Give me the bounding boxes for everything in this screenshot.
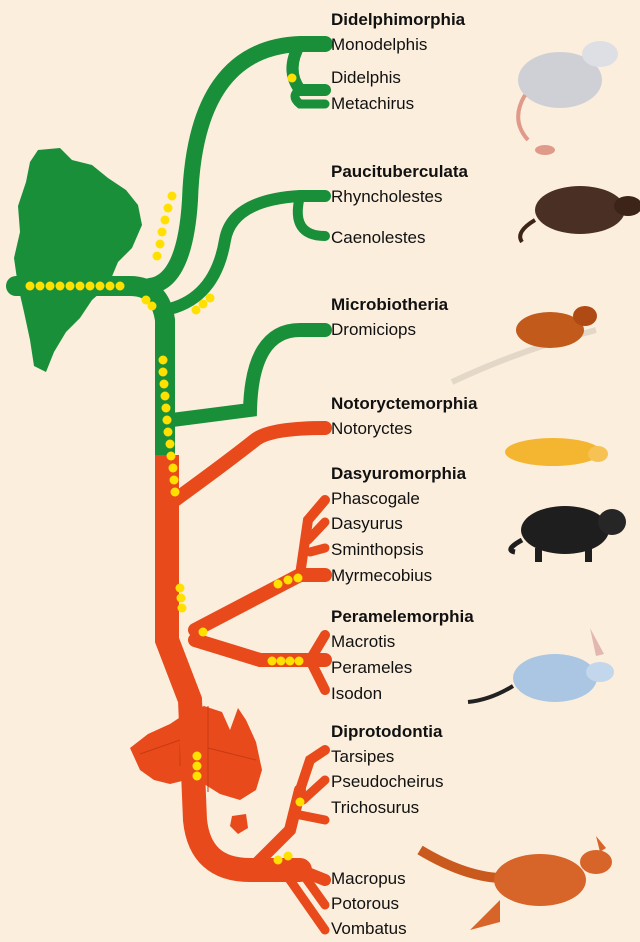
marsupial-mole-illustration [505, 438, 608, 466]
australian-branches [167, 428, 325, 930]
order-peramelemorphia: Peramelemorphia [331, 607, 474, 627]
monito-del-monte-illustration [452, 306, 597, 382]
genus-label: Phascogale [331, 489, 420, 509]
genus-label: Caenolestes [331, 228, 426, 248]
genus-label: Metachirus [331, 94, 414, 114]
bilby-illustration [468, 628, 614, 702]
genus-label: Dasyurus [331, 514, 403, 534]
genus-label: Dromiciops [331, 320, 416, 340]
shrew-opossum-illustration [520, 186, 640, 242]
genus-label: Sminthopsis [331, 540, 424, 560]
genus-label: Perameles [331, 658, 412, 678]
genus-label: Macrotis [331, 632, 395, 652]
genus-label: Myrmecobius [331, 566, 432, 586]
genus-label: Monodelphis [331, 35, 427, 55]
order-notoryctemorphia: Notoryctemorphia [331, 394, 477, 414]
genus-label: Didelphis [331, 68, 401, 88]
opossum-illustration [518, 41, 618, 155]
genus-label: Macropus [331, 869, 406, 889]
genus-label: Pseudocheirus [331, 772, 443, 792]
order-diprotodontia: Diprotodontia [331, 722, 442, 742]
genus-label: Trichosurus [331, 798, 419, 818]
order-paucituberculata: Paucituberculata [331, 162, 468, 182]
order-microbiotheria: Microbiotheria [331, 295, 448, 315]
genus-label: Tarsipes [331, 747, 394, 767]
south-america-map [14, 148, 142, 372]
tree-trunk-transition [155, 455, 179, 590]
order-dasyuromorphia: Dasyuromorphia [331, 464, 466, 484]
genus-label: Rhyncholestes [331, 187, 443, 207]
kangaroo-illustration [420, 836, 612, 930]
genus-label: Vombatus [331, 919, 407, 939]
genus-label: Notoryctes [331, 419, 412, 439]
genus-label: Potorous [331, 894, 399, 914]
order-didelphimorphia: Didelphimorphia [331, 10, 465, 30]
tasmania-map [230, 814, 248, 834]
tasmanian-devil-illustration [511, 506, 626, 562]
genus-label: Isodon [331, 684, 382, 704]
